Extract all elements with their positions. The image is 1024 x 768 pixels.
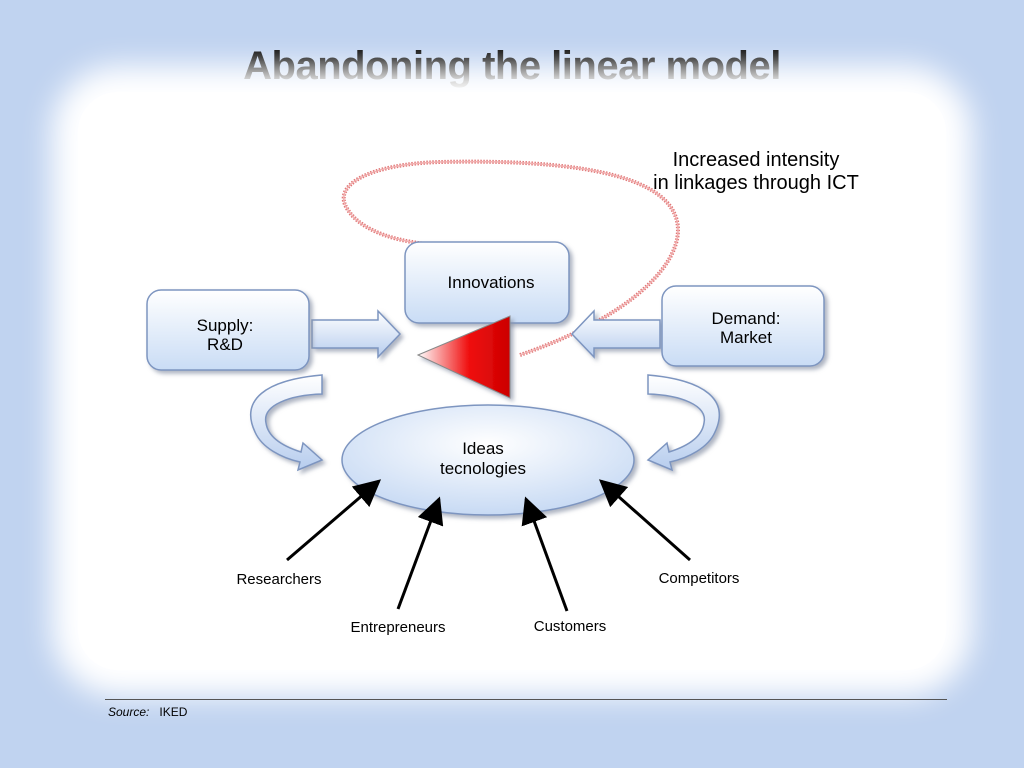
demand-label-line2: Market — [720, 328, 772, 347]
innovations-box — [404, 241, 570, 324]
competitors-label: Competitors — [659, 570, 740, 587]
ideas-label-line1: Ideas — [462, 439, 504, 458]
demand-box — [661, 285, 825, 367]
source-citation: Source: IKED — [108, 705, 187, 719]
customers-arrow-line — [521, 496, 569, 612]
supply-to-ideas-curved-arrow-icon — [250, 374, 324, 472]
researchers-label: Researchers — [236, 571, 321, 588]
entrepreneurs-label: Entrepreneurs — [350, 619, 445, 636]
customers-label: Customers — [534, 618, 607, 635]
source-label: Source: — [108, 705, 150, 719]
innovations-label: Innovations — [448, 273, 535, 292]
supply-arrow-icon — [311, 309, 402, 359]
supply-box — [146, 289, 310, 371]
source-value: IKED — [159, 705, 188, 719]
ideas-ellipse — [341, 404, 635, 516]
supply-label-line2: R&D — [207, 335, 243, 354]
entrepreneurs-arrow-line — [396, 496, 444, 610]
competitors-arrow-line — [598, 479, 691, 562]
annotation-line1: Increased intensity — [673, 149, 840, 171]
footer-divider — [105, 699, 947, 700]
demand-arrow-icon — [570, 309, 661, 359]
slide-title: Abandoning the linear model — [243, 44, 781, 88]
demand-label-line1: Demand: — [712, 309, 781, 328]
researchers-arrow-line — [286, 479, 382, 562]
demand-to-ideas-curved-arrow-icon — [646, 374, 720, 472]
supply-label-line1: Supply: — [197, 316, 254, 335]
diagram-panel — [78, 92, 946, 670]
ideas-label-line2: tecnologies — [440, 459, 526, 478]
triangle-icon — [416, 315, 511, 399]
annotation-line2: in linkages through ICT — [653, 172, 859, 194]
